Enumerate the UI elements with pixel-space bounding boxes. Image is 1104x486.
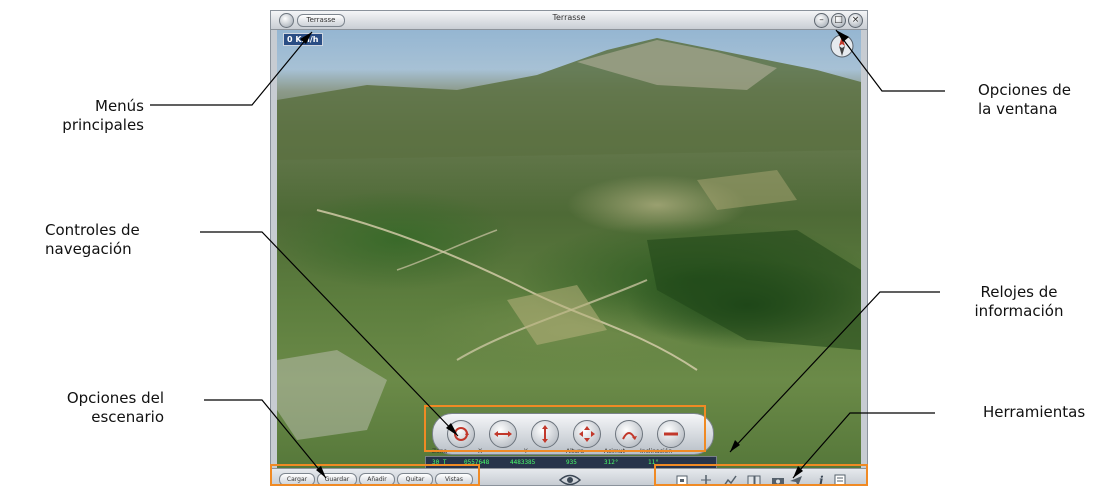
label-scenario-options: Opciones del escenario [46,389,164,427]
move-icon [579,426,595,442]
main-menu-orb-icon[interactable] [279,13,294,28]
layers-icon [747,475,761,485]
svg-text:i: i [819,474,824,486]
main-menu-button[interactable]: Terrasse [297,14,345,27]
field-patch [507,285,607,345]
village-patch [277,350,387,440]
leader-tools [792,412,935,479]
readout-value-altitude: 935 [566,459,577,466]
arrowhead-menus [300,32,312,44]
label-line: Menús [95,97,144,115]
camera-tool[interactable] [771,472,785,485]
leader-menus [150,31,313,106]
arrowhead-clocks [730,440,740,452]
window-title: Terrasse [552,13,586,22]
compass-icon[interactable] [829,33,855,59]
label-line: Relojes de [980,283,1058,301]
label-line: principales [62,116,144,134]
status-bar: Cargar Guardar Añadir Quitar Vistas i [271,468,867,485]
readout-value-zone: 30 T [432,459,447,466]
label-line: Herramientas [983,403,1086,421]
layers-tool[interactable] [747,472,761,485]
minimize-button[interactable]: – [814,13,829,28]
label-line: navegación [45,240,132,258]
close-button[interactable]: × [848,13,863,28]
highlight-scenario [270,464,480,486]
leader-navigation [200,231,459,437]
arrowhead-scenario [316,466,326,478]
info-icon: i [819,474,824,486]
scenario-remove-button[interactable]: Quitar [397,473,433,485]
readout-value-azimuth: 312° [604,459,619,466]
label-window-options: Opciones de la ventana [978,81,1071,119]
dirt-road [316,209,698,371]
fly-tool[interactable] [789,472,803,485]
pan-icon [494,431,512,437]
altitude-button[interactable] [531,420,559,448]
label-line: escenario [91,408,164,426]
readout-value-x: 0557648 [464,459,490,466]
move-button[interactable] [573,420,601,448]
arrowhead-navigation [446,423,458,436]
fly-icon [790,476,802,485]
eye-icon[interactable] [558,472,582,485]
label-line: información [974,302,1064,320]
profile-icon [723,475,737,485]
label-line: Opciones del [66,389,164,407]
label-line: Opciones de [978,81,1071,99]
panel-tool[interactable] [833,472,847,485]
terrain-relief [277,38,861,440]
arrowhead-tools [793,466,803,478]
zoom-icon [664,432,678,436]
dirt-road [396,229,498,271]
camera-icon [772,478,784,485]
title-bar: Terrasse Terrasse – □ × [271,11,867,30]
label-info-clocks: Relojes de información [972,283,1066,321]
label-line: Controles de [45,221,140,239]
scenario-load-button[interactable]: Cargar [279,473,315,485]
tilt-button[interactable] [615,420,643,448]
highlight-navigation [424,405,706,452]
profile-tool[interactable] [723,472,737,485]
panel-icon [834,474,846,485]
forest-patch [647,230,861,350]
readout-value-y: 4483385 [510,459,536,466]
label-navigation-controls: Controles de navegación [45,221,140,259]
zoom-button[interactable] [657,420,685,448]
rock-slope [577,40,777,90]
scenario-add-button[interactable]: Añadir [359,473,395,485]
label-main-menus: Menús principales [60,97,144,135]
label-tools: Herramientas [983,403,1085,422]
scenario-views-button[interactable]: Vistas [435,473,473,485]
arrowhead-window [836,30,849,42]
select-tool[interactable] [675,472,689,485]
scenario-save-button[interactable]: Guardar [317,473,357,485]
navigation-controls [432,413,714,455]
label-line: la ventana [978,100,1058,118]
highlight-tools [654,464,868,486]
leader-window [835,29,945,92]
pan-button[interactable] [489,420,517,448]
maximize-button[interactable]: □ [831,13,846,28]
tilt-icon [622,432,637,440]
select-icon [676,475,688,485]
leader-scenario [204,399,327,479]
terrain-3d-view[interactable]: 0 Km/h Zona X Y Altura Acimut Inclinació… [277,30,861,468]
altitude-icon [542,425,548,443]
readout-value-inclination: 11° [648,459,659,466]
leader-clocks [729,291,940,453]
info-tool[interactable]: i [815,472,829,485]
field-patch [697,170,797,210]
